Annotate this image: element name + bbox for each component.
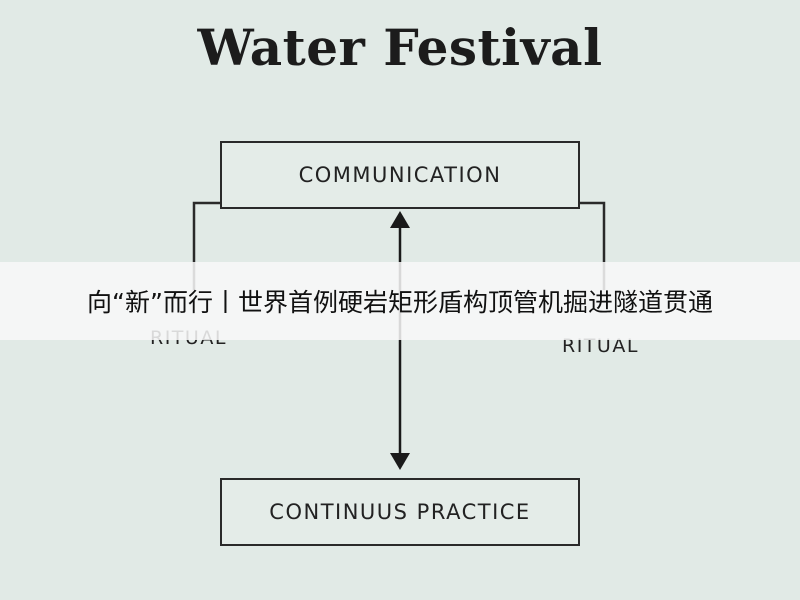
continuous-practice-node: CONTINUUS PRACTICE [220, 478, 580, 546]
communication-node: COMMUNICATION [220, 141, 580, 209]
left-ritual-connector [192, 201, 220, 290]
right-ritual-label: RITUAL [562, 335, 639, 357]
arrow-head-up [390, 211, 410, 228]
right-ritual-connector [580, 201, 606, 290]
diagram-title: Water Festival [197, 18, 603, 77]
arrow-head-down [390, 453, 410, 470]
caption-banner: 向“新”而行丨世界首例硬岩矩形盾构顶管机掘进隧道贯通 [0, 262, 800, 340]
caption-text: 向“新”而行丨世界首例硬岩矩形盾构顶管机掘进隧道贯通 [87, 288, 713, 317]
